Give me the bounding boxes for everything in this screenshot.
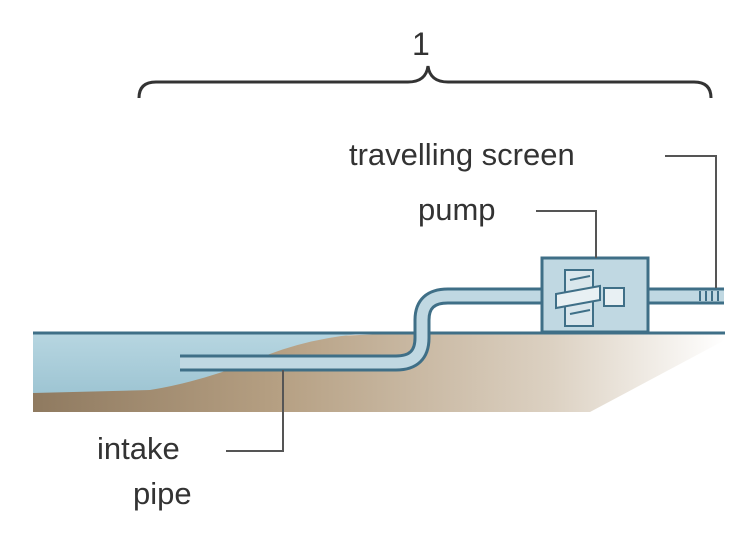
- pump-label: pump: [418, 192, 496, 227]
- travelling-screen-label: travelling screen: [349, 137, 575, 172]
- section-bracket: [137, 65, 713, 99]
- intake-pipe-label-line-2: pipe: [133, 476, 192, 511]
- pump-leader: [536, 210, 597, 258]
- intake-pipe-inner: [180, 290, 545, 369]
- pump-impeller: [555, 269, 625, 327]
- intake-pipe-leader: [226, 370, 284, 452]
- intake-pipe-label-line-1: intake: [97, 431, 180, 466]
- travelling-screen-leader: [665, 155, 717, 288]
- travelling-screen-mesh: [699, 291, 719, 301]
- section-number-label: 1: [412, 26, 430, 62]
